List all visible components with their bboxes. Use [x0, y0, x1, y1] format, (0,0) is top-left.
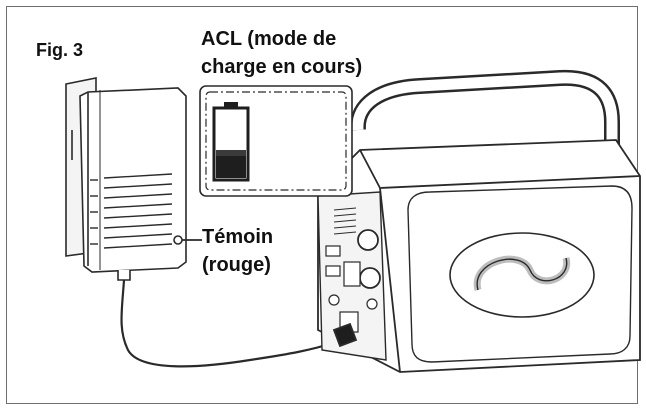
- charging-cable-icon: [120, 279, 337, 368]
- charger-adapter-icon: [79, 87, 187, 281]
- figure-label: Fig. 3: [36, 40, 84, 60]
- lcd-callout-box: [199, 85, 353, 197]
- indicator-label-line2: (rouge): [202, 254, 271, 276]
- indicator-label-line1: Témoin: [202, 226, 274, 248]
- lcd-label-line1: ACL (mode de: [201, 28, 337, 50]
- lcd-battery-icon: [212, 102, 250, 182]
- lcd-label-line2: charge en cours): [201, 56, 363, 78]
- power-station-icon: [317, 69, 641, 373]
